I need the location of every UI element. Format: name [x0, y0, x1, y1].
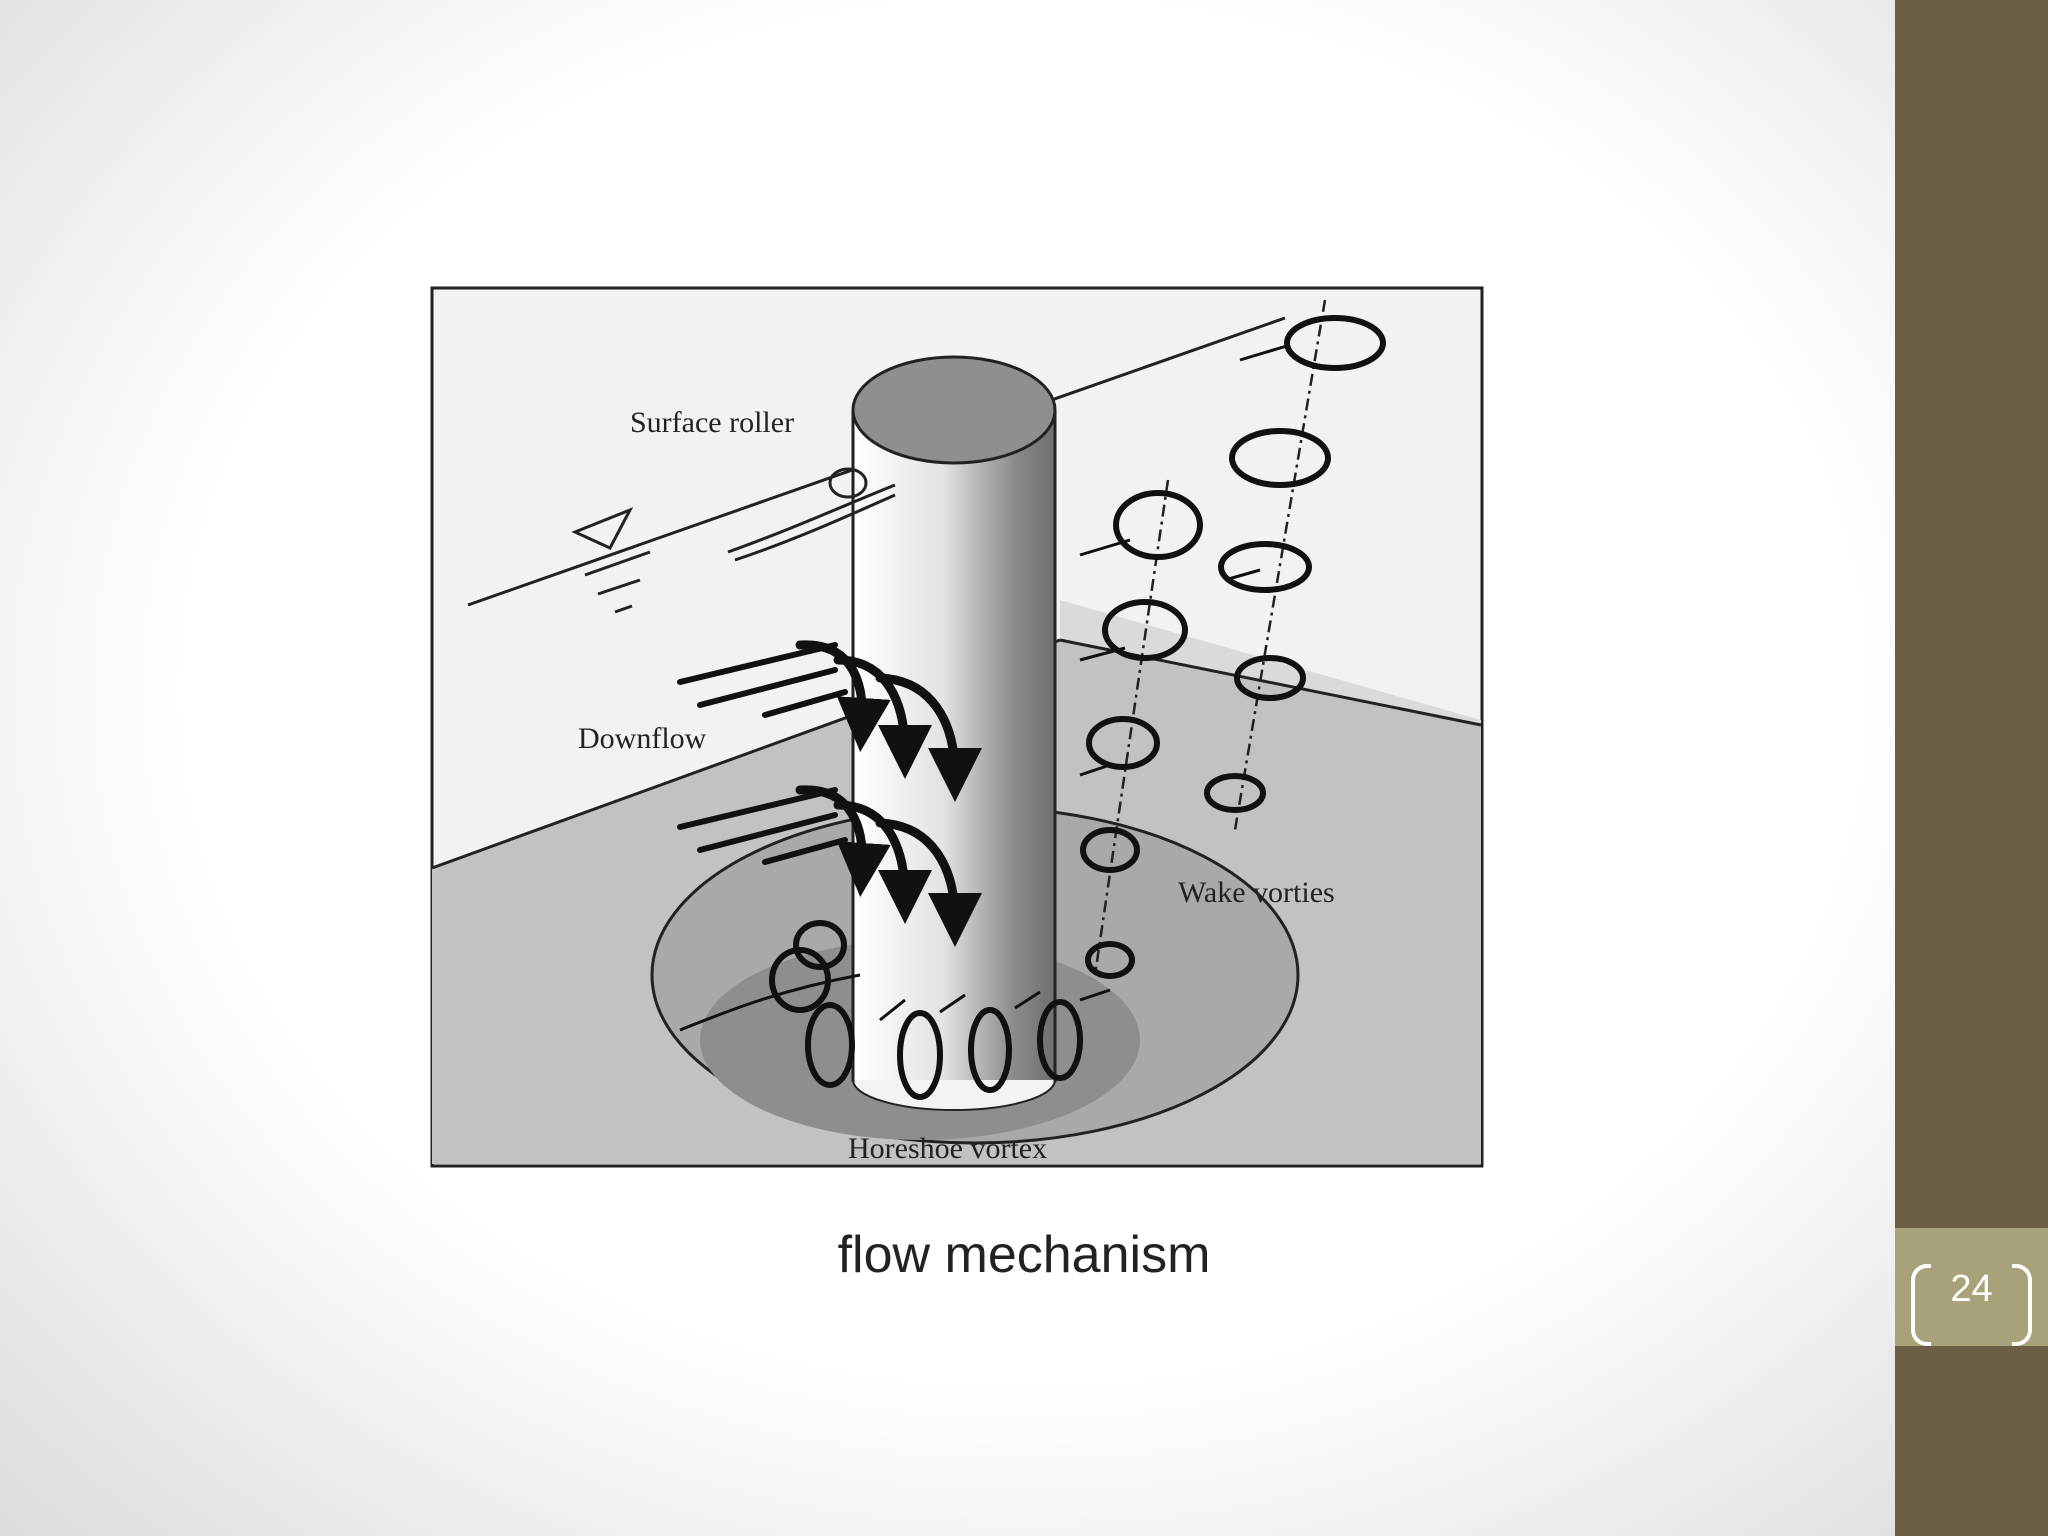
horseshoe-vortex-loops: [679, 920, 1111, 1100]
label-downflow: Downflow: [578, 722, 707, 755]
right-bracket-icon: [2012, 1264, 2032, 1346]
wake-axis-2: [1233, 299, 1327, 831]
label-wake-vortices: Wake vorties: [1178, 876, 1335, 909]
page-number: 24: [1950, 1267, 1993, 1310]
label-horseshoe-vortex: Horeshoe vortex: [848, 1132, 1047, 1165]
page-number-box: 24: [1895, 1228, 2048, 1346]
downflow-arrows-lower: [677, 785, 982, 947]
pier-top: [851, 355, 1057, 465]
label-surface-roller: Surface roller: [630, 406, 794, 439]
downflow-arrows-upper: [677, 640, 982, 802]
surface-roller-swirl: [727, 467, 896, 562]
water-level-icon: [571, 507, 651, 614]
flow-mechanism-diagram: Surface roller Downflow Wake vorties Hor…: [430, 286, 1484, 1168]
figure-caption: flow mechanism: [837, 1226, 1211, 1284]
wake-vortices: [1079, 315, 1386, 979]
left-bracket-icon: [1911, 1264, 1931, 1346]
wake-axis-1: [1093, 479, 1170, 976]
